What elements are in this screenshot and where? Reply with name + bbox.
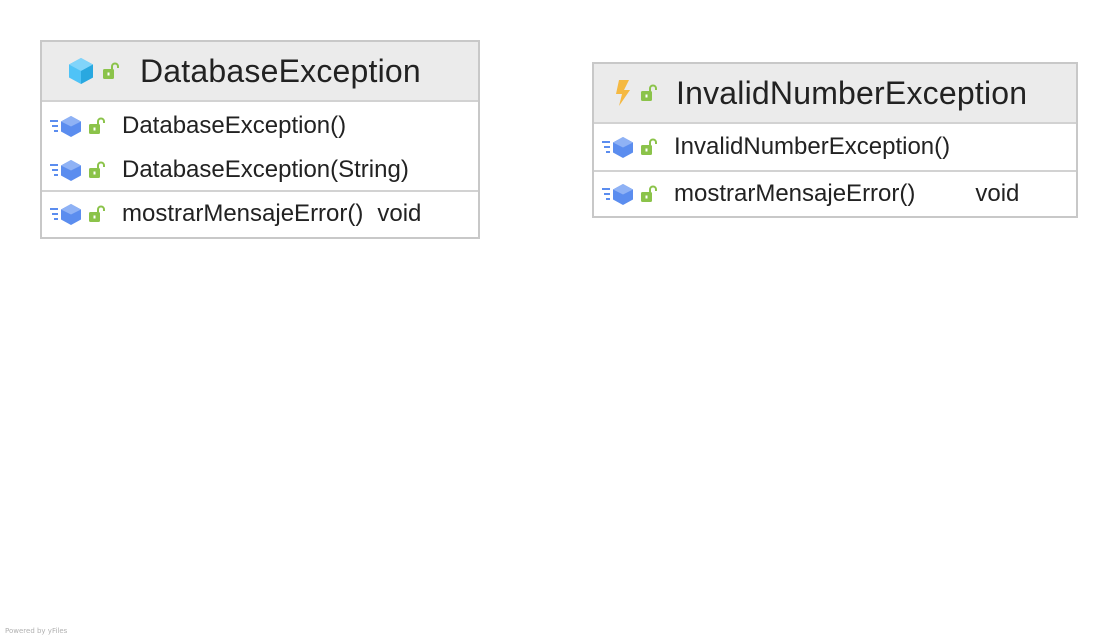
method-icon (602, 183, 636, 205)
method-icon (50, 203, 84, 225)
unlocked-icon (102, 62, 120, 80)
method-row[interactable]: mostrarMensajeError() void (42, 192, 478, 236)
class-header: InvalidNumberException (594, 64, 1076, 124)
constructor-name: DatabaseException(String) (122, 156, 409, 183)
method-row[interactable]: mostrarMensajeError() void (594, 172, 1076, 216)
methods-section: mostrarMensajeError() void (594, 172, 1076, 216)
method-icon (50, 159, 84, 181)
powered-by-note: Powered by yFiles (5, 627, 68, 635)
constructors-section: DatabaseException() (42, 102, 478, 192)
unlocked-icon (640, 185, 662, 203)
method-icon (602, 136, 636, 158)
constructor-name: DatabaseException() (122, 112, 347, 139)
constructor-row[interactable]: DatabaseException(String) (42, 148, 478, 192)
class-icon (68, 57, 94, 85)
unlocked-icon (640, 138, 662, 156)
exception-icon (610, 79, 636, 107)
method-icon (50, 115, 84, 137)
method-return-type: void (975, 180, 1020, 207)
unlocked-icon (88, 205, 110, 223)
constructor-row[interactable]: InvalidNumberException() (594, 124, 1076, 170)
constructor-name: InvalidNumberException() (674, 133, 951, 160)
method-name: mostrarMensajeError() (122, 200, 364, 227)
unlocked-icon (88, 117, 110, 135)
class-name: InvalidNumberException (676, 74, 1028, 111)
method-name: mostrarMensajeError() (674, 180, 916, 207)
class-node-invalidnumberexception[interactable]: InvalidNumberException (592, 62, 1078, 218)
unlocked-icon (640, 84, 658, 102)
method-return-type: void (377, 200, 422, 227)
constructors-section: InvalidNumberException() (594, 124, 1076, 172)
methods-section: mostrarMensajeError() void (42, 192, 478, 237)
unlocked-icon (88, 161, 110, 179)
class-name: DatabaseException (140, 52, 421, 89)
class-header: DatabaseException (42, 42, 478, 102)
class-node-databaseexception[interactable]: DatabaseException (40, 40, 480, 239)
constructor-row[interactable]: DatabaseException() (42, 104, 478, 148)
